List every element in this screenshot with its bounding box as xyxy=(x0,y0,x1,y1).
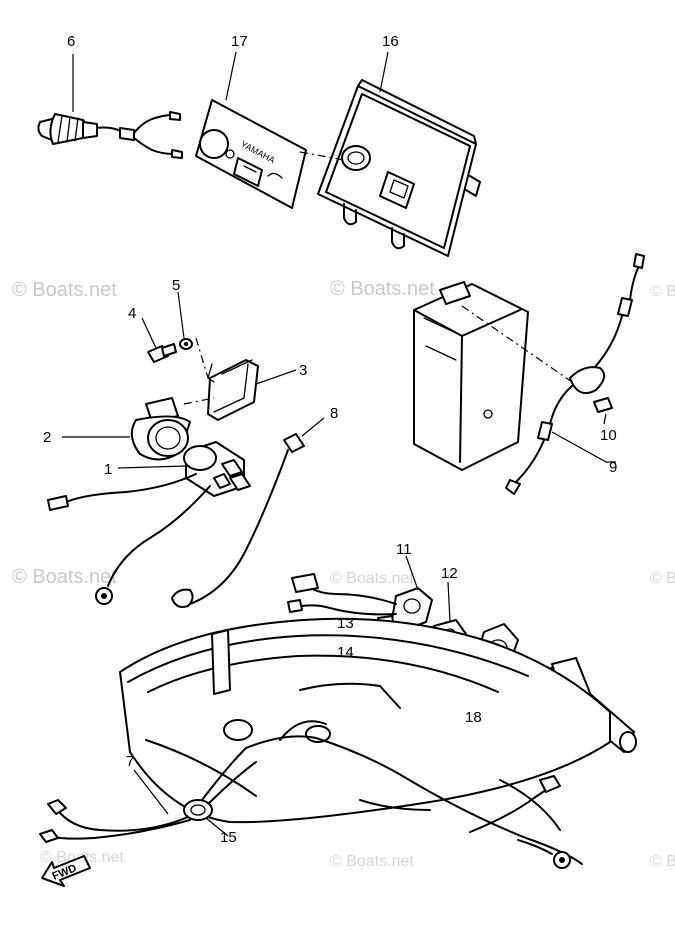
part-number-7: 7 xyxy=(126,753,134,770)
part-number-labels: 6 17 16 5 4 3 8 2 1 10 9 11 12 13 14 18 … xyxy=(43,33,617,846)
part-number-11: 11 xyxy=(396,541,412,558)
part-number-9: 9 xyxy=(609,459,617,476)
part-number-3: 3 xyxy=(299,362,307,379)
part-number-5: 5 xyxy=(172,277,180,294)
part-11-switch[interactable] xyxy=(287,573,433,631)
watermark: © Boats.net xyxy=(330,278,435,300)
watermark: © Boats.net xyxy=(12,566,117,588)
part-17-brand-plate[interactable]: YAMAHA xyxy=(195,99,307,209)
part-number-13: 13 xyxy=(337,615,354,632)
part-9-wire-assembly[interactable] xyxy=(505,253,645,495)
part-5-washer[interactable] xyxy=(179,338,193,350)
part-1-relay[interactable] xyxy=(47,441,251,605)
part-3-bracket[interactable] xyxy=(207,359,259,421)
part-8-cap-wire[interactable] xyxy=(171,433,305,608)
watermark: © Boats.net xyxy=(650,570,675,587)
part-6-switch[interactable] xyxy=(37,111,183,159)
part-number-8: 8 xyxy=(330,405,338,422)
part-number-14: 14 xyxy=(337,644,354,661)
part-16-panel-housing[interactable] xyxy=(317,79,481,257)
watermark: © Boats.net xyxy=(330,853,414,870)
part-15-grommet[interactable] xyxy=(183,799,213,821)
watermark: © Boats.net xyxy=(12,279,117,301)
watermark: © Boats.net xyxy=(650,853,675,870)
part-number-12: 12 xyxy=(441,565,458,582)
part-number-18: 18 xyxy=(465,709,482,726)
part-number-2: 2 xyxy=(43,429,51,446)
part-number-15: 15 xyxy=(220,829,237,846)
bottom-cowling xyxy=(119,617,611,831)
part-number-6: 6 xyxy=(67,33,75,50)
part-number-4: 4 xyxy=(128,305,136,322)
part-number-17: 17 xyxy=(231,33,248,50)
part-10-connector[interactable] xyxy=(593,397,613,413)
part-number-1: 1 xyxy=(104,461,112,478)
watermark: © Boats.net xyxy=(330,570,414,587)
part-number-10: 10 xyxy=(600,427,617,444)
part-4-bolt[interactable] xyxy=(147,343,177,363)
watermark: © Boats.net xyxy=(650,283,675,300)
part-number-16: 16 xyxy=(382,33,399,50)
part-2-clamp[interactable] xyxy=(130,397,191,461)
part-cdi-unit-box[interactable] xyxy=(413,281,529,471)
